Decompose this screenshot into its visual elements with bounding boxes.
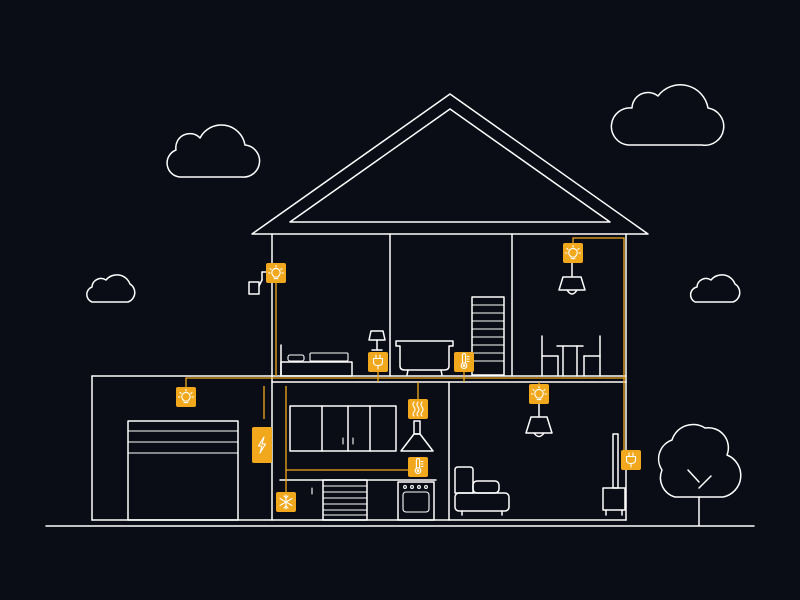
bathroom-thermostat-badge[interactable] [454,352,474,372]
house-structure [45,93,755,527]
oven [397,481,435,521]
tv-stand [602,433,626,516]
dining-pendant-bulb-badge[interactable] [563,243,583,263]
bed [280,344,353,377]
cloud-small-right-icon [689,274,741,303]
dining-chair-right [583,335,601,377]
pendant-lamp-dining [558,261,586,295]
pendant-lamp-living [525,403,553,438]
cloud-left-icon [166,124,261,178]
cloud-right-icon [610,84,725,146]
electric-meter-badge[interactable] [252,427,272,463]
towel-radiator [471,296,505,376]
dining-chair-left [541,335,559,377]
bedside-lamp [368,330,386,351]
wiring [185,237,626,493]
wall-lamp-bulb-badge[interactable] [266,263,286,283]
tree-icon [657,423,742,526]
kitchen-counter [279,479,437,521]
bathtub [395,340,454,376]
garage-light-bulb-badge[interactable] [176,387,196,407]
kitchen-thermostat-badge[interactable] [408,457,428,477]
living-pendant-bulb-badge[interactable] [529,384,549,404]
hood-fan-heat-badge[interactable] [408,399,428,419]
armchair [454,466,510,516]
garage-door [127,420,239,521]
range-hood [400,420,434,452]
dining-table [556,345,584,377]
cloud-small-left-icon [86,274,136,303]
bedside-outlet-badge[interactable] [368,352,388,372]
kitchen-cabinets [289,405,397,452]
refrigerator-snowflake-badge[interactable] [276,492,296,512]
tv-outlet-badge[interactable] [621,450,641,470]
